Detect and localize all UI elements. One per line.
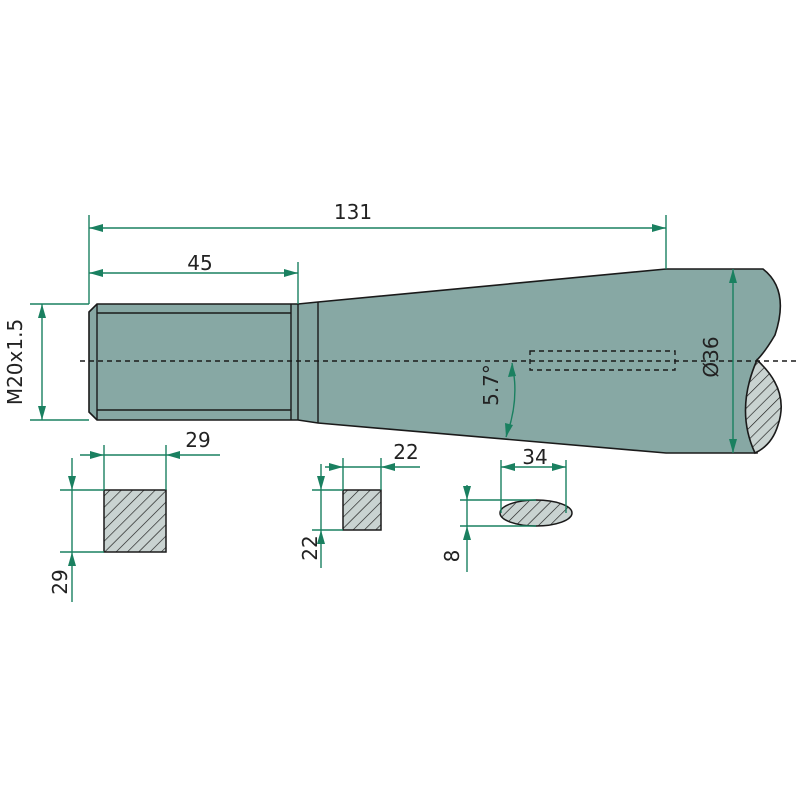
section-slot: 34 8 [440, 445, 573, 572]
taper-angle-label: 5.7° [479, 364, 503, 406]
dimension-diameter: Ø36 [699, 269, 737, 453]
dimension-overall-length: 131 [88, 200, 667, 304]
square-large-width-label: 29 [185, 428, 210, 452]
slot-height-label: 8 [440, 550, 464, 563]
dimension-taper-angle: 5.7° [479, 362, 516, 438]
square-small-width-label: 22 [393, 440, 418, 464]
dimension-thread-spec: M20x1.5 [3, 303, 89, 421]
slot-width-label: 34 [522, 445, 547, 469]
thread-spec-label: M20x1.5 [3, 319, 27, 405]
pin-body [80, 268, 800, 455]
square-small-height-label: 22 [298, 535, 322, 560]
section-square-small: 22 22 [298, 440, 420, 568]
section-square-large: 29 29 [48, 428, 220, 602]
square-large-height-label: 29 [48, 569, 72, 594]
slot-hidden-line [529, 350, 676, 371]
dimension-thread-length: 45 [89, 251, 299, 304]
overall-length-label: 131 [334, 200, 372, 224]
thread-length-label: 45 [187, 251, 212, 275]
cut-section [744, 358, 782, 455]
diameter-label: Ø36 [699, 336, 723, 377]
